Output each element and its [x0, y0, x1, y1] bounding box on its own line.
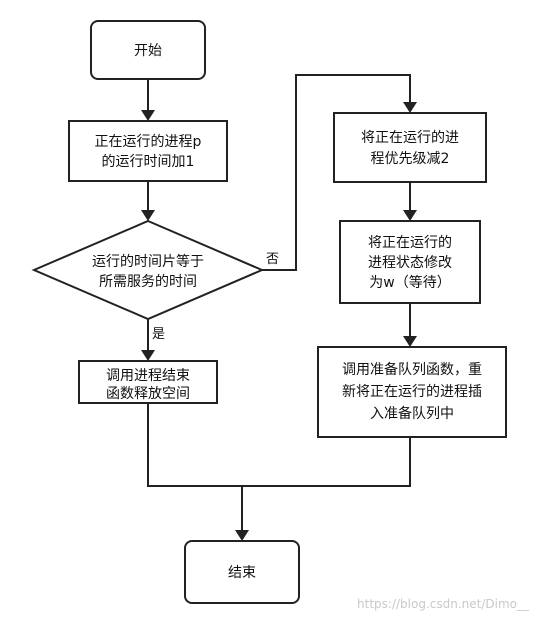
node-decrease-priority-line-2: 程优先级减2 — [371, 151, 450, 167]
node-decrease-priority-line-1: 将正在运行的进 — [361, 130, 459, 146]
node-call-end-func-line-1: 调用进程结束 — [106, 368, 190, 384]
node-end-line-1: 结束 — [228, 565, 256, 581]
edge-label-no: 否 — [266, 252, 279, 267]
node-decrease-priority: 将正在运行的进 程优先级减2 — [333, 112, 487, 183]
node-call-end-func-line-2: 函数释放空间 — [106, 386, 190, 402]
node-decision: 运行的时间片等于 所需服务的时间 — [31, 219, 265, 321]
watermark-text: https://blog.csdn.net/Dimo__ — [357, 597, 529, 611]
node-increment-time-line-1: 正在运行的进程p — [95, 134, 202, 150]
node-increment-time: 正在运行的进程p 的运行时间加1 — [68, 120, 228, 182]
arrowhead — [403, 336, 417, 347]
node-set-waiting: 将正在运行的 进程状态修改 为w（等待） — [339, 220, 481, 304]
node-set-waiting-line-2: 进程状态修改 — [368, 255, 452, 271]
node-reinsert-queue-line-3: 入准备队列中 — [370, 405, 454, 422]
arrowhead — [141, 350, 155, 361]
arrowhead — [235, 530, 249, 541]
node-reinsert-queue-line-1: 调用准备队列函数，重 — [342, 361, 482, 378]
node-decision-line-2: 所需服务的时间 — [99, 274, 197, 290]
node-start-line-1: 开始 — [134, 43, 162, 59]
node-decision-line-1: 运行的时间片等于 — [92, 253, 204, 270]
node-increment-time-line-2: 的运行时间加1 — [102, 154, 195, 170]
node-set-waiting-line-1: 将正在运行的 — [368, 235, 452, 251]
node-call-end-func: 调用进程结束 函数释放空间 — [78, 360, 218, 404]
node-reinsert-queue-line-2: 新将正在运行的进程插 — [342, 384, 482, 400]
edge-callend-to-merge — [147, 403, 242, 487]
edges — [141, 74, 417, 541]
edge-reinsert-to-merge — [242, 437, 411, 487]
node-set-waiting-line-3: 为w（等待） — [369, 274, 450, 291]
node-start: 开始 — [90, 20, 206, 80]
arrowhead — [141, 210, 155, 221]
edge-label-yes: 是 — [152, 327, 165, 342]
arrowhead — [403, 102, 417, 113]
node-end: 结束 — [184, 540, 300, 604]
arrowhead — [403, 210, 417, 221]
edge-decision-no — [262, 74, 411, 271]
node-reinsert-queue: 调用准备队列函数，重 新将正在运行的进程插 入准备队列中 — [317, 346, 507, 438]
arrowhead — [141, 110, 155, 121]
